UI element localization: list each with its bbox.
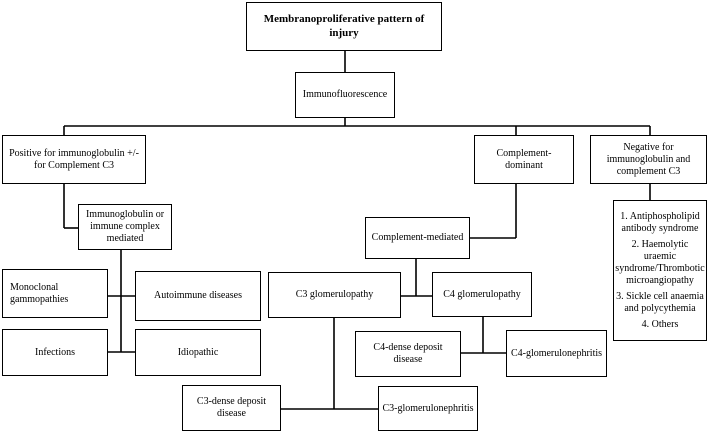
monoclonal-gammopathies-box: Monoclonal gammopathies <box>2 269 108 318</box>
title-box: Membranoproliferative pattern of injury <box>246 2 442 51</box>
c4-dense-deposit-disease-box: C4-dense deposit disease <box>355 331 461 377</box>
list-item: 1. Antiphospholipid antibody syndrome <box>620 210 700 234</box>
autoimmune-diseases-box: Autoimmune diseases <box>135 271 261 321</box>
c4-glomerulonephritis-box: C4-glomerulonephritis <box>506 330 607 377</box>
c4-glomerulopathy-box: C4 glomerulopathy <box>432 272 532 317</box>
immune-complex-box: Immunoglobulin or immune complex mediate… <box>78 204 172 250</box>
negative-immunoglobulin-box: Negative for immunoglobulin and compleme… <box>590 135 707 184</box>
negative-causes-list-box: 1. Antiphospholipid antibody syndrome 2.… <box>613 200 707 341</box>
c3-dense-deposit-disease-box: C3-dense deposit disease <box>182 385 281 431</box>
positive-immunoglobulin-box: Positive for immunoglobulin +/- for Comp… <box>2 135 146 184</box>
complement-mediated-box: Complement-mediated <box>365 217 470 259</box>
infections-box: Infections <box>2 329 108 376</box>
list-item: 4. Others <box>641 318 679 330</box>
idiopathic-box: Idiopathic <box>135 329 261 376</box>
c3-glomerulonephritis-box: C3-glomerulonephritis <box>378 386 478 431</box>
c3-glomerulopathy-box: C3 glomerulopathy <box>268 272 401 318</box>
list-item: 2. Haemolytic uraemic syndrome/Thromboti… <box>615 238 705 286</box>
list-item: 3. Sickle cell anaemia and polycythemia <box>616 290 704 314</box>
complement-dominant-box: Complement-dominant <box>474 135 574 184</box>
immunofluorescence-box: Immunofluorescence <box>295 72 395 118</box>
